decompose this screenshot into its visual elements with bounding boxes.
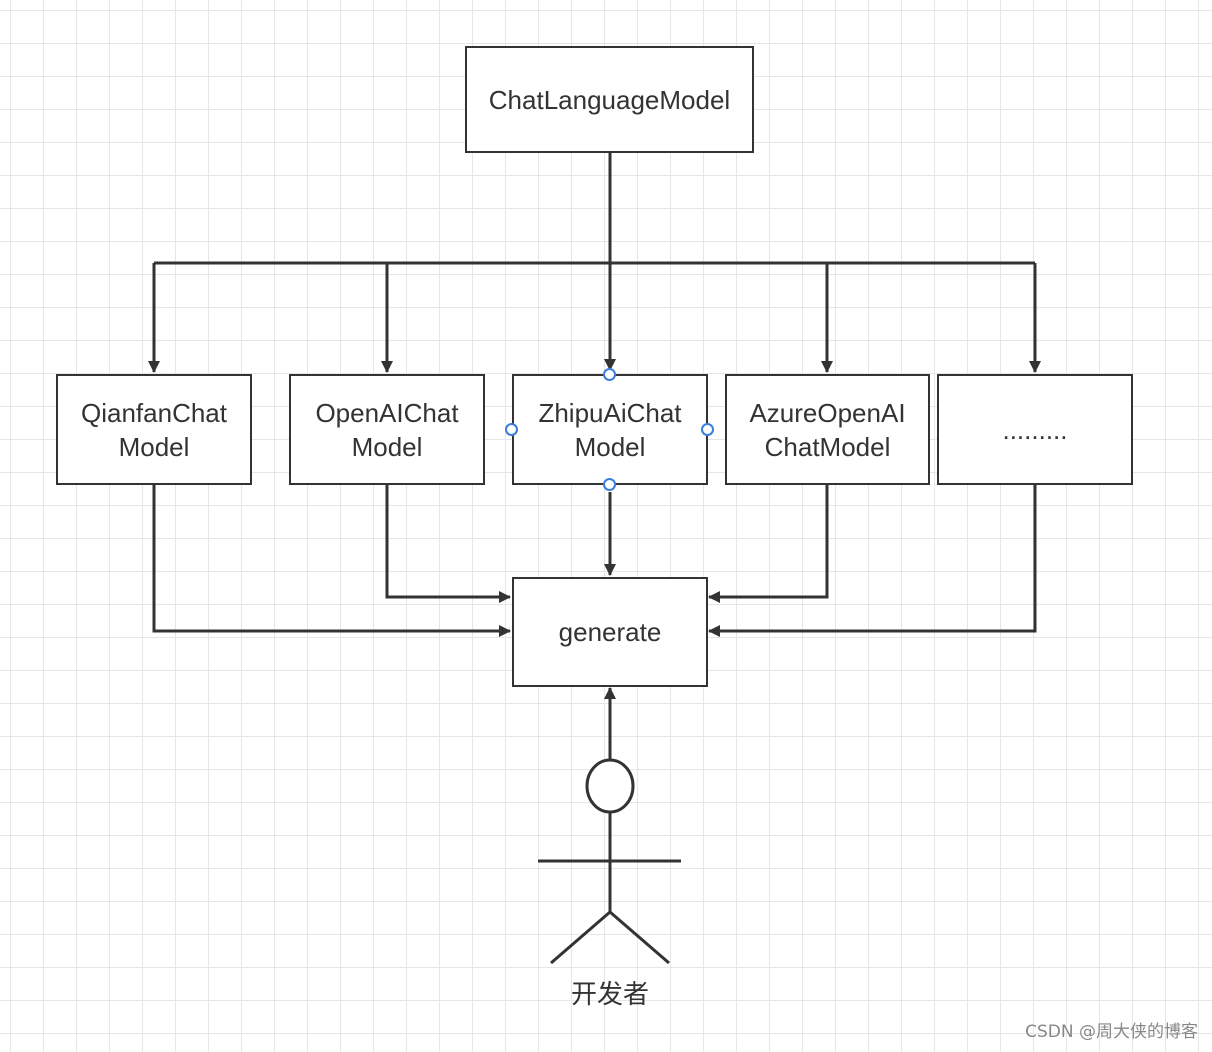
azure-openai-chat-model-node[interactable]: AzureOpenAI ChatModel — [725, 374, 930, 485]
generate-label: generate — [558, 617, 662, 647]
azure-to-generate-arrow — [708, 485, 829, 603]
actor-head — [585, 758, 635, 814]
qianfan-chat-model-node[interactable]: QianfanChat Model — [56, 374, 252, 485]
selection-handle-bottom[interactable] — [603, 478, 616, 491]
actor-left-leg — [550, 910, 611, 965]
chat-language-model-label: ChatLanguageModel — [488, 84, 731, 115]
actor-figure[interactable] — [538, 758, 681, 965]
zhipu-ai-chat-model-label: ZhipuAiChat Model — [538, 397, 682, 462]
selection-handle-right[interactable] — [701, 423, 714, 436]
openai-chat-model-node[interactable]: OpenAIChat Model — [289, 374, 485, 485]
chat-language-model-node[interactable]: ChatLanguageModel — [465, 46, 754, 153]
qianfan-to-generate-arrow — [152, 485, 511, 637]
selection-handle-top[interactable] — [603, 368, 616, 381]
selection-handle-left[interactable] — [505, 423, 518, 436]
more-models-node[interactable]: ......... — [937, 374, 1133, 485]
actor-right-leg — [609, 910, 670, 965]
azure-openai-chat-model-label: AzureOpenAI ChatModel — [749, 397, 906, 462]
generate-node[interactable]: generate — [512, 577, 708, 687]
qianfan-chat-model-label: QianfanChat Model — [81, 397, 227, 462]
actor-label: 开发者 — [570, 980, 649, 1010]
watermark-text: CSDN @周大侠的博客 — [1025, 1022, 1198, 1042]
zhipu-ai-chat-model-node[interactable]: ZhipuAiChat Model — [512, 374, 708, 485]
openai-to-generate-arrow — [385, 485, 511, 603]
more-models-label: ......... — [1002, 414, 1068, 445]
openai-chat-model-label: OpenAIChat Model — [315, 397, 459, 462]
more-to-generate-arrow — [708, 485, 1037, 637]
